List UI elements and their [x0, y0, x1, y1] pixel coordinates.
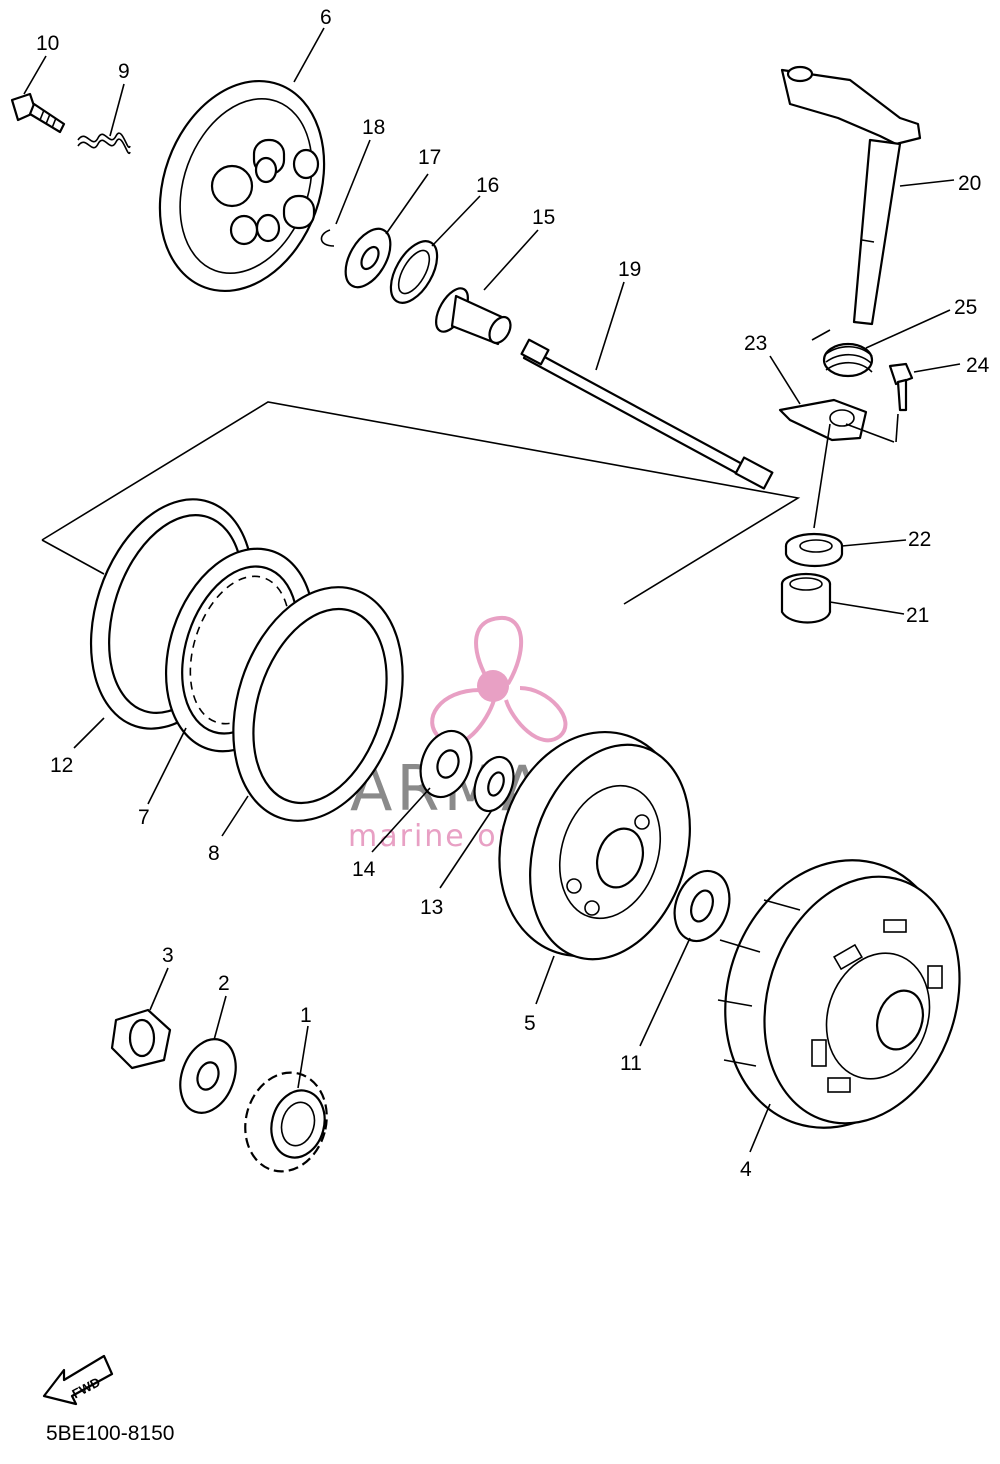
- callout-25: 25: [954, 296, 977, 319]
- part-6-pressure-plate: [158, 79, 326, 293]
- callout-6: 6: [320, 6, 332, 29]
- leader-lines: [23, 27, 961, 1153]
- callout-labels: 10 9 6 18 17 16 15 19 20 25 24 23 22 21 …: [36, 6, 990, 1181]
- part-2-lock-washer: [179, 1038, 237, 1114]
- part-19-push-rod: [520, 338, 774, 490]
- part-18-circlip: [320, 229, 335, 247]
- callout-5: 5: [524, 1012, 536, 1035]
- callout-16: 16: [476, 174, 499, 197]
- callout-3: 3: [162, 944, 174, 967]
- part-24-bolt: [888, 362, 914, 412]
- plate-group-outline: [41, 401, 801, 605]
- callout-17: 17: [418, 146, 441, 169]
- fwd-arrow-icon: FWD: [42, 1354, 114, 1406]
- callout-19: 19: [618, 258, 641, 281]
- callout-11: 11: [620, 1052, 642, 1075]
- callout-10: 10: [36, 32, 59, 55]
- callout-20: 20: [958, 172, 981, 195]
- part-4-clutch-housing: [717, 859, 961, 1129]
- part-20-push-lever-shaft: [780, 65, 922, 326]
- callout-21: 21: [906, 604, 929, 627]
- part-8-friction-plate: [232, 586, 404, 822]
- part-17-washer: [344, 227, 392, 289]
- part-13-lock-washer: [473, 755, 515, 813]
- callout-13: 13: [420, 896, 443, 919]
- callout-12: 12: [50, 754, 73, 777]
- callout-7: 7: [138, 806, 150, 829]
- part-5-clutch-boss: [498, 730, 691, 961]
- part-23-plate: [778, 398, 868, 442]
- callout-18: 18: [362, 116, 385, 139]
- part-9-spring: [77, 132, 131, 155]
- callout-9: 9: [118, 60, 130, 83]
- part-15-push-rod-end: [435, 287, 512, 346]
- part-25-spring: [811, 329, 874, 378]
- callout-1: 1: [300, 1004, 312, 1027]
- callout-22: 22: [908, 528, 931, 551]
- part-16-bearing: [389, 240, 439, 304]
- callout-24: 24: [966, 354, 990, 377]
- part-21-bearing: [780, 572, 832, 624]
- part-3-nut: [110, 1008, 172, 1070]
- propeller-logo-icon: [430, 615, 568, 746]
- part-14-washer: [419, 729, 473, 799]
- diagram-code: 5BE100-8150: [46, 1422, 174, 1445]
- part-10-bolt: [10, 92, 66, 134]
- callout-8: 8: [208, 842, 220, 865]
- callout-14: 14: [352, 858, 376, 881]
- part-22-oil-seal: [784, 532, 844, 568]
- part-1-primary-drive-gear: [244, 1071, 328, 1173]
- callout-15: 15: [532, 206, 555, 229]
- callout-23: 23: [744, 332, 767, 355]
- part-6-bosses: [229, 138, 320, 246]
- callout-2: 2: [218, 972, 230, 995]
- callout-4: 4: [740, 1158, 752, 1181]
